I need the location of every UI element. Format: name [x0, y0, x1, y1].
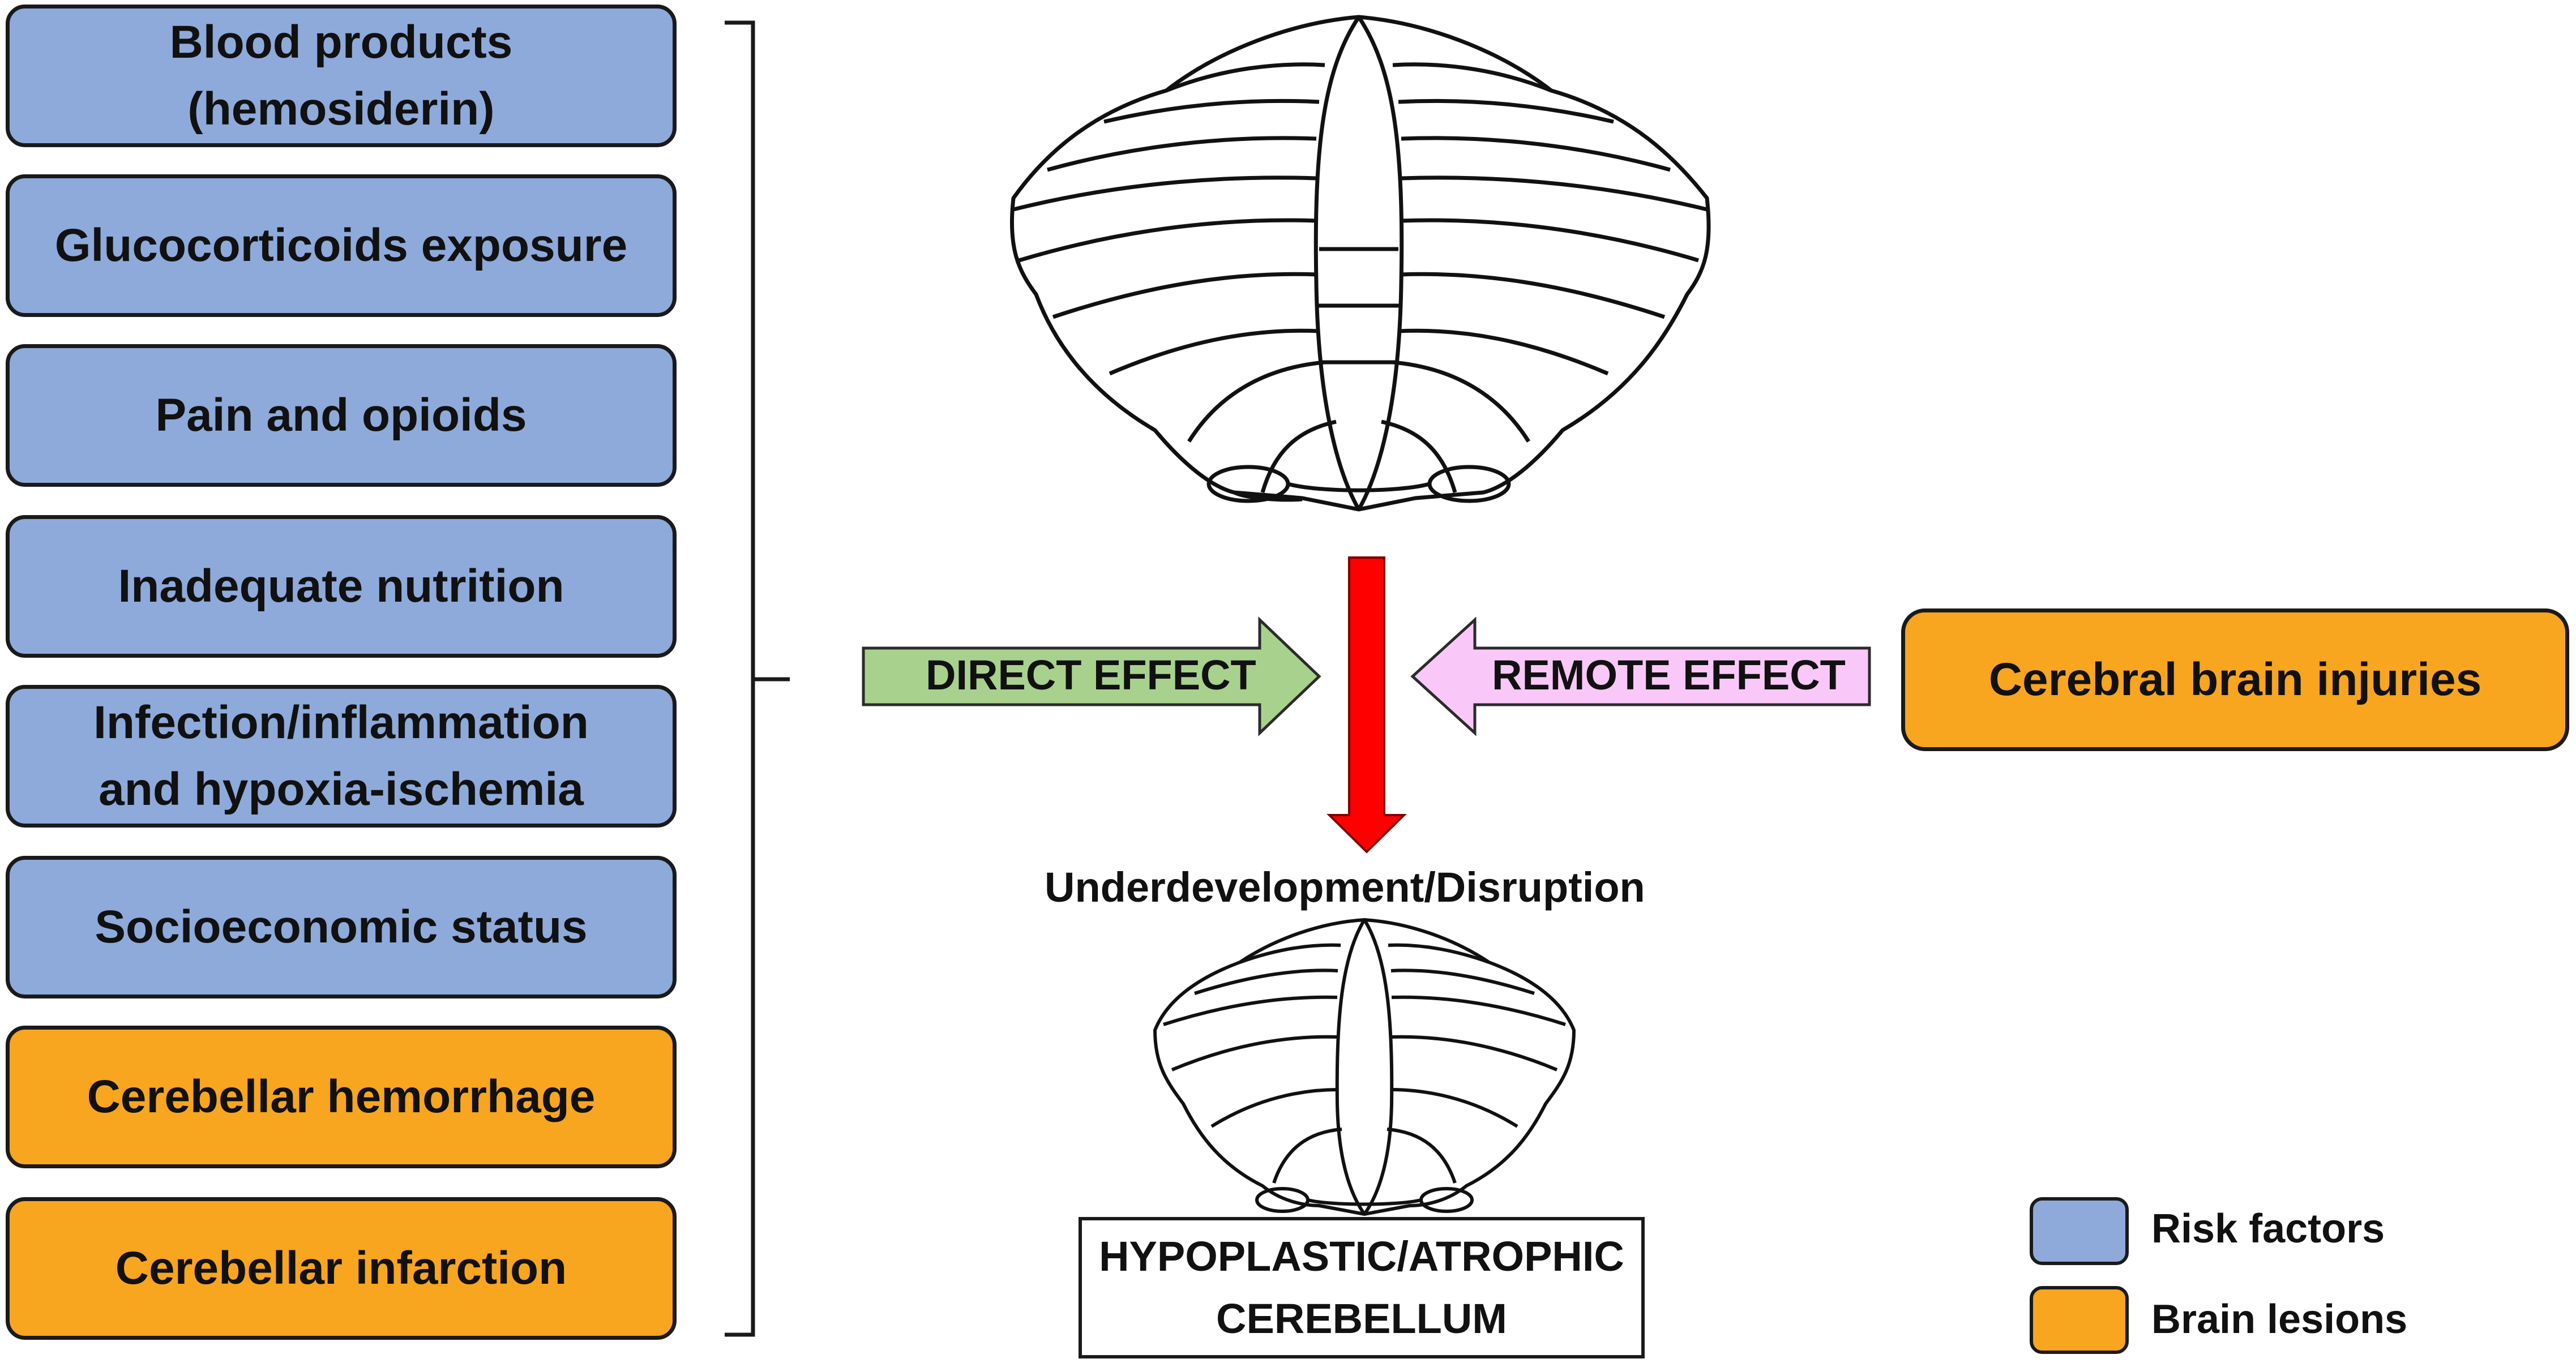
legend-risk-swatch: [2030, 1197, 2129, 1265]
main-down-arrow: [1326, 556, 1407, 854]
direct-effect-arrow: [862, 616, 1321, 736]
factor-box-glucocorticoids: Glucocorticoids exposure: [6, 174, 677, 317]
factor-box-pain-opioids: Pain and opioids: [6, 344, 677, 487]
factor-box-nutrition: Inadequate nutrition: [6, 515, 677, 658]
hypoplastic-cerebellum-box: HYPOPLASTIC/ATROPHIC CEREBELLUM: [1079, 1217, 1645, 1358]
remote-effect-label: REMOTE EFFECT: [1492, 652, 1846, 698]
cerebral-brain-injuries-box: Cerebral brain injuries: [1901, 608, 2569, 751]
cerebellum-illustration-large: [1009, 15, 1711, 512]
remote-effect-arrow: [1410, 616, 1871, 736]
factor-box-infection: Infection/inflammation and hypoxia-ische…: [6, 685, 677, 828]
cerebellum-illustration-small: [1153, 918, 1576, 1216]
factor-box-blood-products: Blood products (hemosiderin): [6, 5, 677, 147]
legend-lesion-label: Brain lesions: [2151, 1297, 2408, 1342]
underdevelopment-caption: Underdevelopment/Disruption: [1045, 864, 1645, 911]
direct-effect-label: DIRECT EFFECT: [926, 652, 1256, 698]
legend-risk-label: Risk factors: [2151, 1206, 2385, 1251]
factor-bracket: [725, 20, 790, 1337]
legend-lesion-swatch: [2030, 1286, 2129, 1354]
factor-box-socioeconomic: Socioeconomic status: [6, 856, 677, 998]
factor-box-cerebellar-hemorrhage: Cerebellar hemorrhage: [6, 1026, 677, 1168]
factor-box-cerebellar-infarction: Cerebellar infarction: [6, 1197, 677, 1340]
